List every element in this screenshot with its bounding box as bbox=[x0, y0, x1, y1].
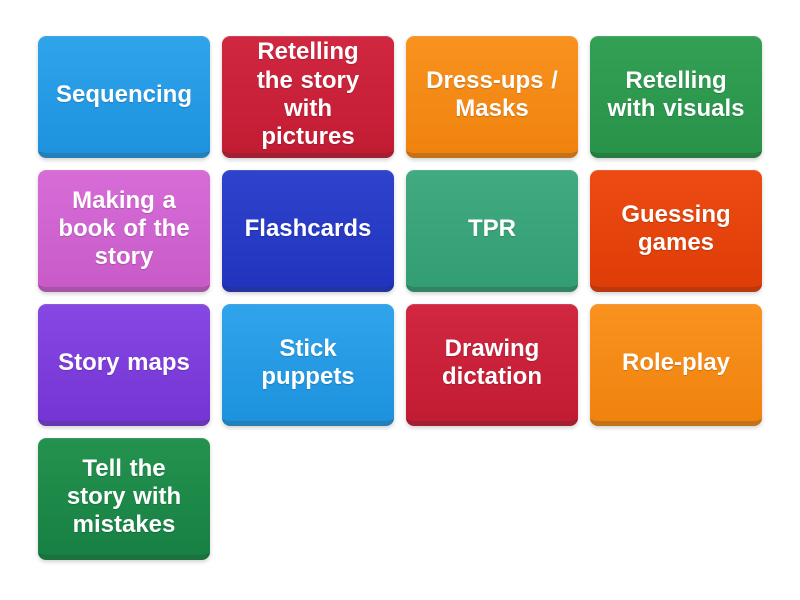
tile-stick-puppets[interactable]: Stick puppets bbox=[222, 304, 394, 426]
tile-label: Tell the story with mistakes bbox=[66, 454, 182, 539]
tile-tpr[interactable]: TPR bbox=[406, 170, 578, 292]
tile-grid: Sequencing Retelling the story with pictu… bbox=[38, 36, 762, 560]
tile-story-maps[interactable]: Story maps bbox=[38, 304, 210, 426]
tile-label: Sequencing bbox=[55, 80, 193, 108]
tile-retelling-the-story-with-pictures[interactable]: Retelling the story with pictures bbox=[222, 36, 394, 158]
tile-label: TPR bbox=[468, 214, 516, 242]
tile-guessing-games[interactable]: Guessing games bbox=[590, 170, 762, 292]
tile-label: Retelling the story with pictures bbox=[256, 38, 360, 151]
tile-label: Making a book of the story bbox=[58, 186, 190, 271]
tile-label: Story maps bbox=[58, 348, 190, 376]
tile-flashcards[interactable]: Flashcards bbox=[222, 170, 394, 292]
tile-dress-ups-masks[interactable]: Dress-ups / Masks bbox=[406, 36, 578, 158]
tile-role-play[interactable]: Role-play bbox=[590, 304, 762, 426]
tile-label: Dress-ups / Masks bbox=[426, 66, 558, 122]
tile-label: Flashcards bbox=[244, 214, 372, 242]
tile-tell-the-story-with-mistakes[interactable]: Tell the story with mistakes bbox=[38, 438, 210, 560]
tile-label: Role-play bbox=[621, 348, 731, 376]
tile-making-a-book-of-the-story[interactable]: Making a book of the story bbox=[38, 170, 210, 292]
tile-retelling-with-visuals[interactable]: Retelling with visuals bbox=[590, 36, 762, 158]
tile-label: Guessing games bbox=[621, 200, 731, 256]
tile-label: Drawing dictation bbox=[442, 334, 542, 390]
tile-drawing-dictation[interactable]: Drawing dictation bbox=[406, 304, 578, 426]
tile-label: Retelling with visuals bbox=[607, 66, 745, 122]
tile-label: Stick puppets bbox=[261, 334, 355, 390]
tile-sequencing[interactable]: Sequencing bbox=[38, 36, 210, 158]
